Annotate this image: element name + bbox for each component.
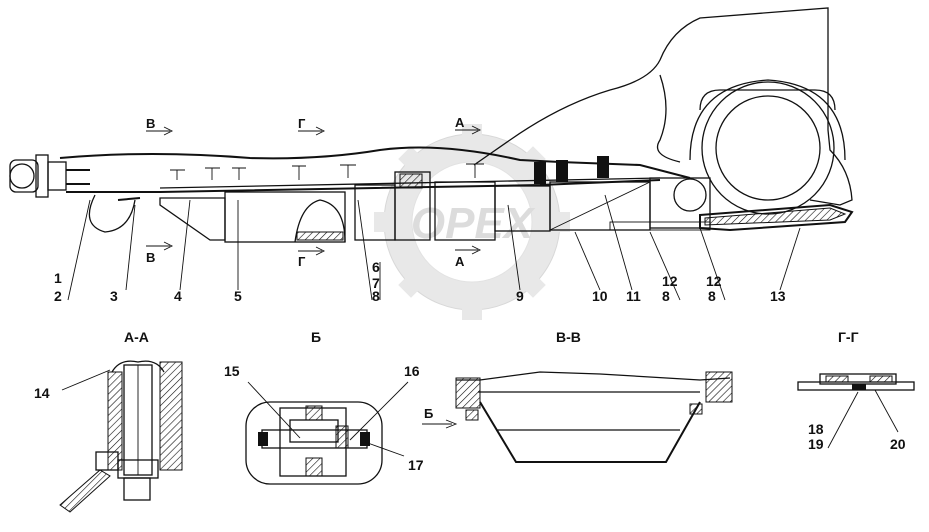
detail-vv-arrow-label: Б <box>424 406 433 421</box>
section-mark-b-bottom: В <box>146 250 155 265</box>
section-mark-a-bottom: А <box>455 254 465 269</box>
detail-section-aa: А-А 14 <box>34 329 183 513</box>
callout-16: 16 <box>404 363 420 379</box>
section-mark-b-top: В <box>146 116 155 131</box>
detail-view-b: Б 15 16 17 <box>224 329 424 485</box>
leader-lines <box>67 194 801 301</box>
callout-4: 4 <box>174 288 182 304</box>
callout-5: 5 <box>234 288 242 304</box>
callout-8c: 8 <box>708 288 716 304</box>
callout-19: 19 <box>808 436 824 452</box>
callout-8b: 8 <box>662 288 670 304</box>
callout-13: 13 <box>770 288 786 304</box>
callout-8a: 8 <box>372 288 380 304</box>
clip-a <box>534 162 546 184</box>
tow-hook <box>9 154 90 198</box>
callout-9: 9 <box>516 288 524 304</box>
section-marks: В Г А В Г А <box>146 115 482 269</box>
bracket-4 <box>159 197 226 241</box>
clip-b <box>556 160 568 182</box>
beam-5 <box>224 191 346 243</box>
callout-12b: 12 <box>706 273 722 289</box>
section-mark-g-bottom: Г <box>298 254 306 269</box>
clip-c <box>597 156 609 178</box>
section-mark-a-top: А <box>455 115 465 130</box>
main-callouts: 1 2 3 4 5 6 7 8 9 10 11 12 8 12 8 13 <box>54 259 786 304</box>
callout-7: 7 <box>372 275 380 291</box>
detail-vv-title: В-В <box>556 329 581 345</box>
callout-15: 15 <box>224 363 240 379</box>
callout-17: 17 <box>408 457 424 473</box>
detail-gg-title: Г-Г <box>838 329 859 345</box>
callout-20: 20 <box>890 436 906 452</box>
callout-2: 2 <box>54 288 62 304</box>
callout-11: 11 <box>626 288 641 304</box>
section-mark-g-top: Г <box>298 116 306 131</box>
callout-3: 3 <box>110 288 118 304</box>
callout-14: 14 <box>34 385 50 401</box>
detail-section-vv: В-В Б <box>422 329 733 463</box>
callout-18: 18 <box>808 421 824 437</box>
callout-6: 6 <box>372 259 380 275</box>
watermark-gear-icon: OPEX <box>374 124 570 320</box>
wheel-inner <box>715 95 821 201</box>
detail-aa-title: А-А <box>124 329 149 345</box>
callout-12a: 12 <box>662 273 678 289</box>
callout-10: 10 <box>592 288 608 304</box>
wheel-outer <box>701 81 835 215</box>
main-assembly-view: В Г А В Г А <box>9 7 854 304</box>
detail-section-gg: Г-Г 18 19 20 <box>797 329 915 452</box>
detail-b-title: Б <box>311 329 321 345</box>
callout-1: 1 <box>54 270 62 286</box>
